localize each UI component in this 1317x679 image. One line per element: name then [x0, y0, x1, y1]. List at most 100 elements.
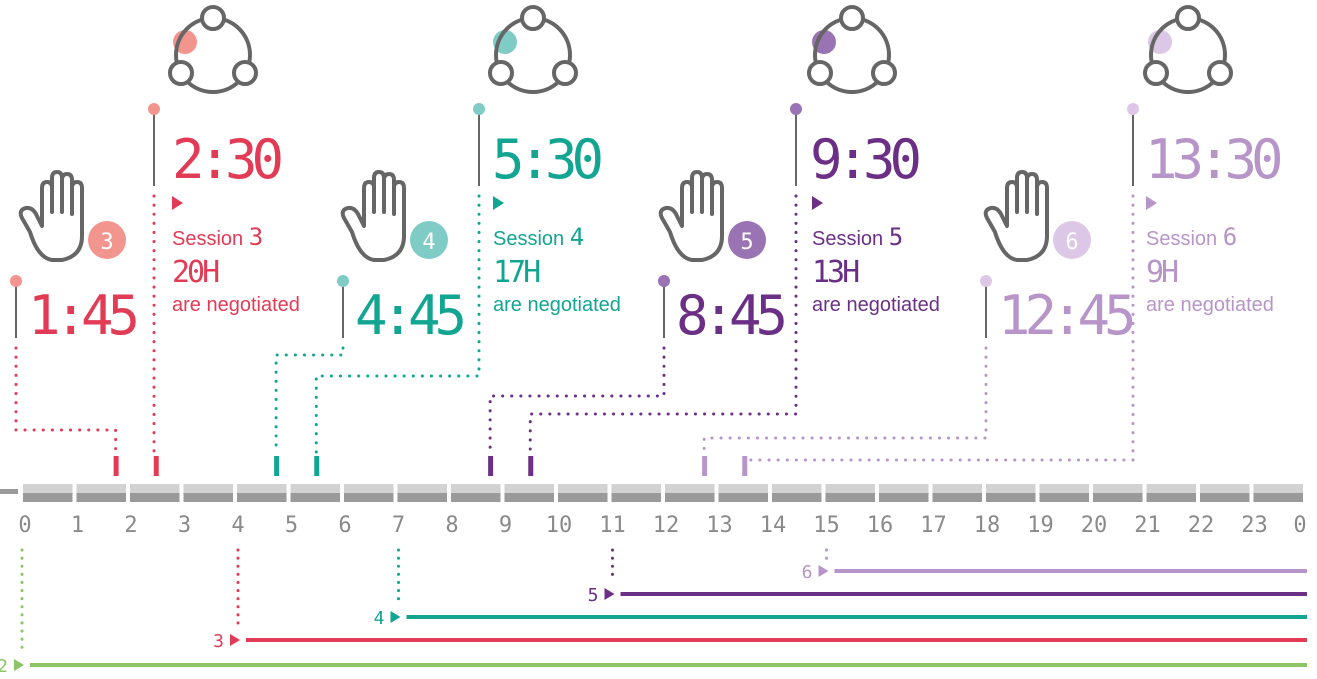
start-connector	[14, 346, 118, 454]
hour-segment	[451, 484, 501, 502]
session-time: 9:30	[810, 128, 919, 191]
timeline-s5: 5	[588, 548, 1307, 606]
hour-label: 17	[920, 513, 947, 538]
timeline-label: 5	[588, 585, 599, 606]
hour-label: 13	[706, 513, 733, 538]
session-time: 13:30	[1145, 128, 1280, 191]
hour-segment	[1039, 484, 1089, 502]
play-triangle-icon	[172, 196, 183, 210]
start-time-dot	[980, 275, 992, 287]
hour-segment	[558, 484, 608, 502]
hand-badge-number: 6	[1065, 230, 1078, 255]
hour-segment	[879, 484, 929, 502]
hour-label: 23	[1241, 513, 1268, 538]
hour-label: 18	[974, 513, 1001, 538]
timeline-s6: 6	[802, 548, 1307, 583]
start-time: 8:45	[676, 284, 785, 347]
hour-segment	[611, 484, 661, 502]
hour-segment	[504, 484, 554, 502]
session-time-dot	[1127, 103, 1139, 115]
negotiated-hours: 9H	[1146, 255, 1178, 290]
hour-segment	[718, 484, 768, 502]
timeline-s4: 4	[374, 548, 1307, 629]
hour-segment	[772, 484, 822, 502]
hour-label: 1	[71, 513, 84, 538]
hour-label: 4	[231, 513, 244, 538]
hour-label: 15	[813, 513, 840, 538]
hour-label: 20	[1081, 513, 1108, 538]
session-time-dot	[148, 103, 160, 115]
hour-label: 16	[867, 513, 894, 538]
timeline-label: 4	[374, 608, 385, 629]
hour-segment	[1093, 484, 1143, 502]
bar-lead-in	[0, 489, 18, 494]
time-marker	[702, 456, 708, 476]
negotiated-label: are negotiated	[1146, 294, 1274, 316]
hour-label: 5	[285, 513, 298, 538]
negotiated-hours: 20H	[172, 255, 219, 290]
hand-badge-number: 4	[422, 230, 435, 255]
raised-hand-icon	[983, 170, 1049, 262]
session-label: Session 3	[172, 223, 263, 251]
start-time-dot	[10, 275, 22, 287]
session-label: Session 4	[493, 223, 584, 251]
hour-label: 21	[1134, 513, 1161, 538]
hour-segment	[1146, 484, 1196, 502]
session-connector	[528, 194, 798, 454]
time-marker	[742, 456, 748, 476]
session-time: 5:30	[492, 128, 601, 191]
hand-badge	[410, 221, 448, 259]
hour-label: 8	[445, 513, 458, 538]
time-marker	[274, 456, 280, 476]
start-time-dot	[337, 275, 349, 287]
hour-segment	[237, 484, 287, 502]
time-marker	[488, 456, 494, 476]
session-time: 2:30	[172, 128, 281, 191]
timeline-arrow-icon	[818, 565, 829, 577]
hour-label: 11	[599, 513, 626, 538]
hour-bar	[0, 484, 1303, 502]
start-connector	[702, 346, 988, 454]
time-marker	[314, 456, 320, 476]
hand-badge	[728, 221, 766, 259]
negotiated-hours: 13H	[812, 255, 859, 290]
start-connector	[488, 346, 666, 454]
session-label: Session 5	[812, 223, 903, 251]
hand-badge-number: 3	[100, 230, 113, 255]
negotiated-label: are negotiated	[493, 294, 621, 316]
hour-segment	[23, 484, 73, 502]
timeline-label: 3	[213, 631, 224, 652]
hand-badge	[1053, 221, 1091, 259]
hour-label: 9	[499, 513, 512, 538]
play-triangle-icon	[493, 196, 504, 210]
hour-segment	[290, 484, 340, 502]
hour-label: 10	[546, 513, 573, 538]
negotiated-label: are negotiated	[812, 294, 940, 316]
start-connector	[274, 346, 345, 454]
session-time-dot	[473, 103, 485, 115]
time-markers	[113, 456, 748, 476]
timeline-arrow-icon	[14, 659, 24, 671]
hour-segment	[825, 484, 875, 502]
hand-badge	[88, 221, 126, 259]
timeline-s2: 2	[0, 548, 1307, 677]
timeline-label: 2	[0, 656, 8, 677]
timeline-arrow-icon	[390, 611, 401, 623]
hour-label: 19	[1027, 513, 1054, 538]
hour-label: 2	[124, 513, 137, 538]
raised-hand-icon	[18, 170, 84, 262]
raised-hand-icon	[658, 170, 724, 262]
session-timelines: 2 3 4 5 6	[0, 548, 1307, 677]
hour-segment	[183, 484, 233, 502]
hour-segment	[986, 484, 1036, 502]
hour-segment	[397, 484, 447, 502]
hour-label: 22	[1188, 513, 1215, 538]
hour-segment	[1200, 484, 1250, 502]
start-time: 12:45	[998, 284, 1133, 347]
hour-segment	[1253, 484, 1303, 502]
